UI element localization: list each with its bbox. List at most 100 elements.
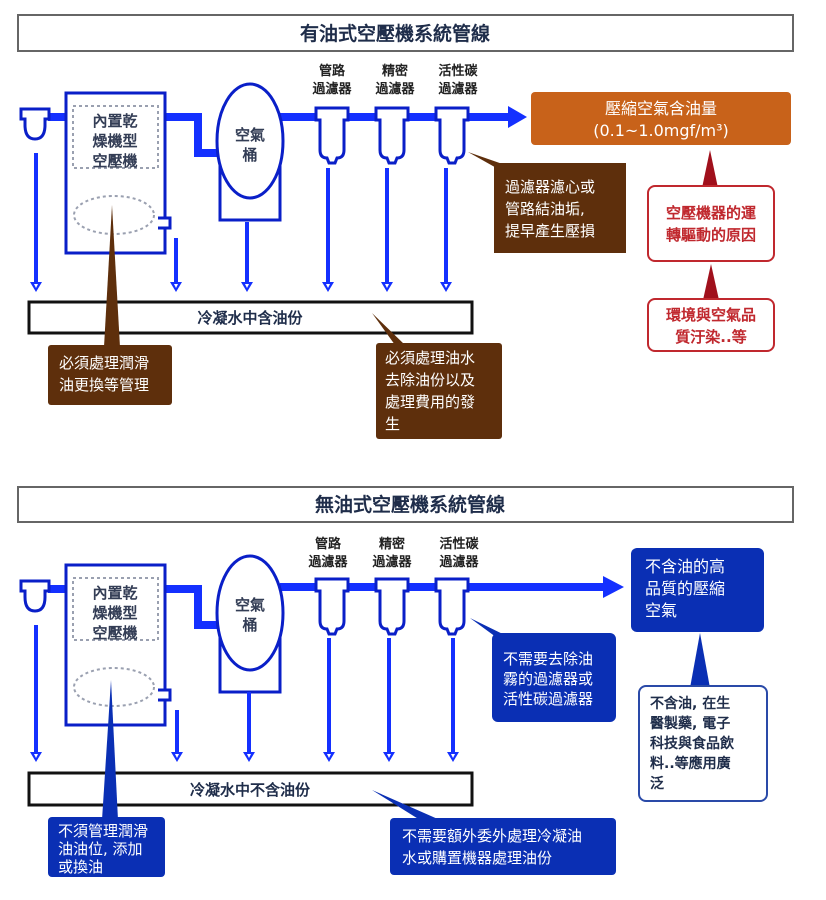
oilfree-output-line-1: 不含油的高 xyxy=(645,557,725,576)
oilfree-output-line-3: 空氣 xyxy=(645,601,677,620)
drain-port xyxy=(158,688,172,702)
filter-label-1a: 管路 xyxy=(315,536,342,552)
tank-label-2: 桶 xyxy=(242,616,257,634)
callout-pointer xyxy=(104,205,120,347)
oil-condensate-label: 冷凝水中含油份 xyxy=(197,309,303,327)
filter-label-3b: 過濾器 xyxy=(437,81,478,97)
oil-water-line-1: 必須處理油水 xyxy=(385,349,475,367)
filter-label-2a: 精密 xyxy=(382,63,408,79)
filter-label-3b: 過濾器 xyxy=(438,554,479,570)
oilfree-apps-line-4: 料..等應用廣 xyxy=(650,755,731,772)
line-filter-icon xyxy=(314,577,350,636)
oil-lube-line-1: 必須處理潤滑 xyxy=(59,354,149,372)
pipe-segment xyxy=(163,113,222,157)
oilfree-condensate-label: 冷凝水中不含油份 xyxy=(190,781,311,799)
oil-filter-callout-1: 過濾器濾心或 xyxy=(505,178,595,196)
filter-label-3a: 活性碳 xyxy=(438,63,478,79)
output-arrow xyxy=(603,576,624,598)
filter-label-1a: 管路 xyxy=(319,63,346,79)
dryer-dashed-box xyxy=(72,105,159,169)
oilfree-lube-line-2: 油油位, 添加 xyxy=(58,840,143,858)
air-tank xyxy=(215,554,285,672)
filter-label-1b: 過濾器 xyxy=(311,81,352,97)
oilfree-condensate-box xyxy=(27,771,474,807)
output-arrow xyxy=(508,106,527,128)
oilfree-water-line-2: 水或購置機器處理油份 xyxy=(402,849,552,867)
oil-lube-callout xyxy=(48,345,172,405)
oilfree-title: 無油式空壓機系統管線 xyxy=(315,493,505,516)
line-filter-icon xyxy=(314,106,350,165)
oil-section: 有油式空壓機系統管線 內置乾 燥機型 空壓機 空氣 桶 管路 過濾器 精密 過濾… xyxy=(17,14,794,439)
oil-water-line-4: 生 xyxy=(385,415,400,433)
drain-port xyxy=(158,216,172,230)
oilfree-apps-line-2: 醫製藥, 電子 xyxy=(650,715,730,732)
oil-reason-line-2: 轉驅動的原因 xyxy=(666,226,756,244)
compressor-label-3: 空壓機 xyxy=(92,152,137,170)
oilfree-apps-line-3: 科技與食品飲 xyxy=(650,735,735,752)
oilfree-output-box xyxy=(631,548,764,632)
callout-pointer xyxy=(372,313,405,345)
oil-sump-dashed xyxy=(73,195,155,235)
oil-env-line-2: 質汙染..等 xyxy=(675,328,746,346)
oilfree-water-callout xyxy=(390,818,616,875)
pipe-segment xyxy=(163,585,222,629)
oilfree-filter-line-2: 霧的過濾器或 xyxy=(503,670,593,688)
inlet-filter-icon xyxy=(19,579,51,613)
callout-pointer xyxy=(703,264,719,300)
sump-dashed xyxy=(73,667,155,707)
callout-pointer xyxy=(690,633,710,688)
oil-output-line-2: (0.1~1.0mgf/m³) xyxy=(593,121,729,140)
oilfree-section: 無油式空壓機系統管線 內置乾 燥機型 空壓機 空氣 桶 管路 過濾器 精密 過濾… xyxy=(17,486,794,877)
callout-pointer xyxy=(102,680,118,820)
oilfree-water-line-1: 不需要額外委外處理冷凝油 xyxy=(402,827,582,845)
air-tank xyxy=(215,82,285,200)
oilfree-apps-line-1: 不含油, 在生 xyxy=(650,695,730,712)
tank-label-1: 空氣 xyxy=(235,126,265,144)
inlet-filter-icon xyxy=(19,107,51,141)
precision-filter-icon xyxy=(374,577,410,636)
oilfree-lube-line-1: 不須管理潤滑 xyxy=(58,822,148,840)
oil-filter-callout-2: 管路結油垢, xyxy=(505,200,585,218)
oil-filter-callout-3: 提早產生壓損 xyxy=(505,222,595,240)
filter-label-3a: 活性碳 xyxy=(439,536,479,552)
compressor-label-1: 內置乾 xyxy=(92,112,137,130)
oilfree-apps-callout xyxy=(638,685,768,802)
oil-water-line-3: 處理費用的發 xyxy=(385,393,475,411)
oilfree-apps-line-5: 泛 xyxy=(650,775,664,792)
oil-env-callout xyxy=(647,298,775,352)
precision-filter-icon xyxy=(374,106,410,165)
oil-water-callout xyxy=(376,343,502,439)
oilfree-lube-callout xyxy=(48,817,165,877)
oilfree-filter-line-3: 活性碳過濾器 xyxy=(503,690,593,708)
drain-arrows xyxy=(30,625,459,762)
filter-label-2b: 過濾器 xyxy=(371,554,412,570)
dryer-dashed-box xyxy=(72,577,159,641)
oil-env-line-1: 環境與空氣品 xyxy=(666,306,756,324)
oil-output-line-1: 壓縮空氣含油量 xyxy=(605,99,717,118)
oilfree-filter-callout xyxy=(492,633,616,722)
oil-lube-line-2: 油更換等管理 xyxy=(59,376,149,394)
oil-title-box xyxy=(17,14,794,52)
oil-water-line-2: 去除油份以及 xyxy=(385,371,475,389)
filter-label-2b: 過濾器 xyxy=(374,81,415,97)
compressor-label-2: 燥機型 xyxy=(92,132,137,150)
oil-output-box xyxy=(531,92,791,145)
oilfree-title-box xyxy=(17,486,794,523)
oil-reason-line-1: 空壓機器的運 xyxy=(666,204,757,222)
oil-title: 有油式空壓機系統管線 xyxy=(300,22,490,45)
carbon-filter-icon xyxy=(434,106,470,165)
filter-label-2a: 精密 xyxy=(379,536,405,552)
callout-pointer xyxy=(372,790,440,820)
compressor-label-3: 空壓機 xyxy=(92,624,137,642)
carbon-filter-icon xyxy=(434,577,470,636)
compressor-label-2: 燥機型 xyxy=(92,604,137,622)
oilfree-lube-line-3: 或換油 xyxy=(58,858,103,876)
oil-condensate-box xyxy=(27,300,474,335)
oil-filter-callout xyxy=(494,163,626,253)
oilfree-output-line-2: 品質的壓縮 xyxy=(645,579,725,598)
compressor-label-1: 內置乾 xyxy=(92,584,137,602)
filter-label-1b: 過濾器 xyxy=(307,554,348,570)
tank-label-1: 空氣 xyxy=(235,596,265,614)
oilfree-filter-line-1: 不需要去除油 xyxy=(503,650,593,668)
